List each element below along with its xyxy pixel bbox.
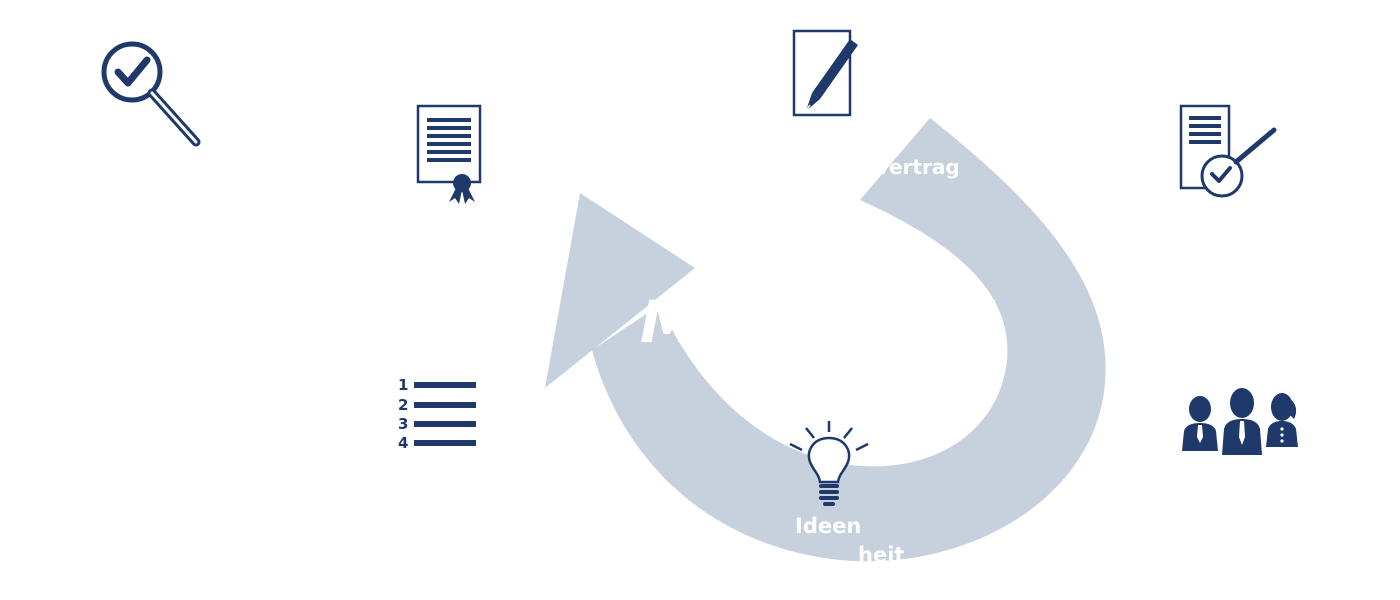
list-line-2: [414, 402, 476, 408]
certificate-icon: [416, 104, 482, 204]
center-label-start: M: [640, 288, 698, 356]
numbered-list-icon: 1 2 3 4: [398, 376, 480, 452]
contract-pen-icon: [792, 29, 858, 117]
list-line-4: [414, 440, 476, 446]
cycle-arrow-head: [545, 193, 695, 388]
list-line-1: [414, 382, 476, 388]
cycle-arrow-band: [592, 118, 1106, 562]
label-ideen: Ideen: [795, 514, 862, 538]
center-label-end: I: [975, 288, 997, 356]
lightbulb-icon: [789, 421, 869, 506]
magnifier-check-icon: [101, 41, 201, 147]
list-number-2: 2: [398, 396, 409, 414]
list-line-3: [414, 421, 476, 427]
document-review-icon: [1179, 104, 1277, 198]
list-number-1: 1: [398, 376, 409, 394]
list-number-4: 4: [398, 434, 409, 452]
label-vertrag: vertrag: [876, 155, 960, 179]
list-number-3: 3: [398, 415, 409, 433]
team-icon: [1182, 388, 1298, 455]
label-ideen-line2: heit: [858, 543, 905, 567]
